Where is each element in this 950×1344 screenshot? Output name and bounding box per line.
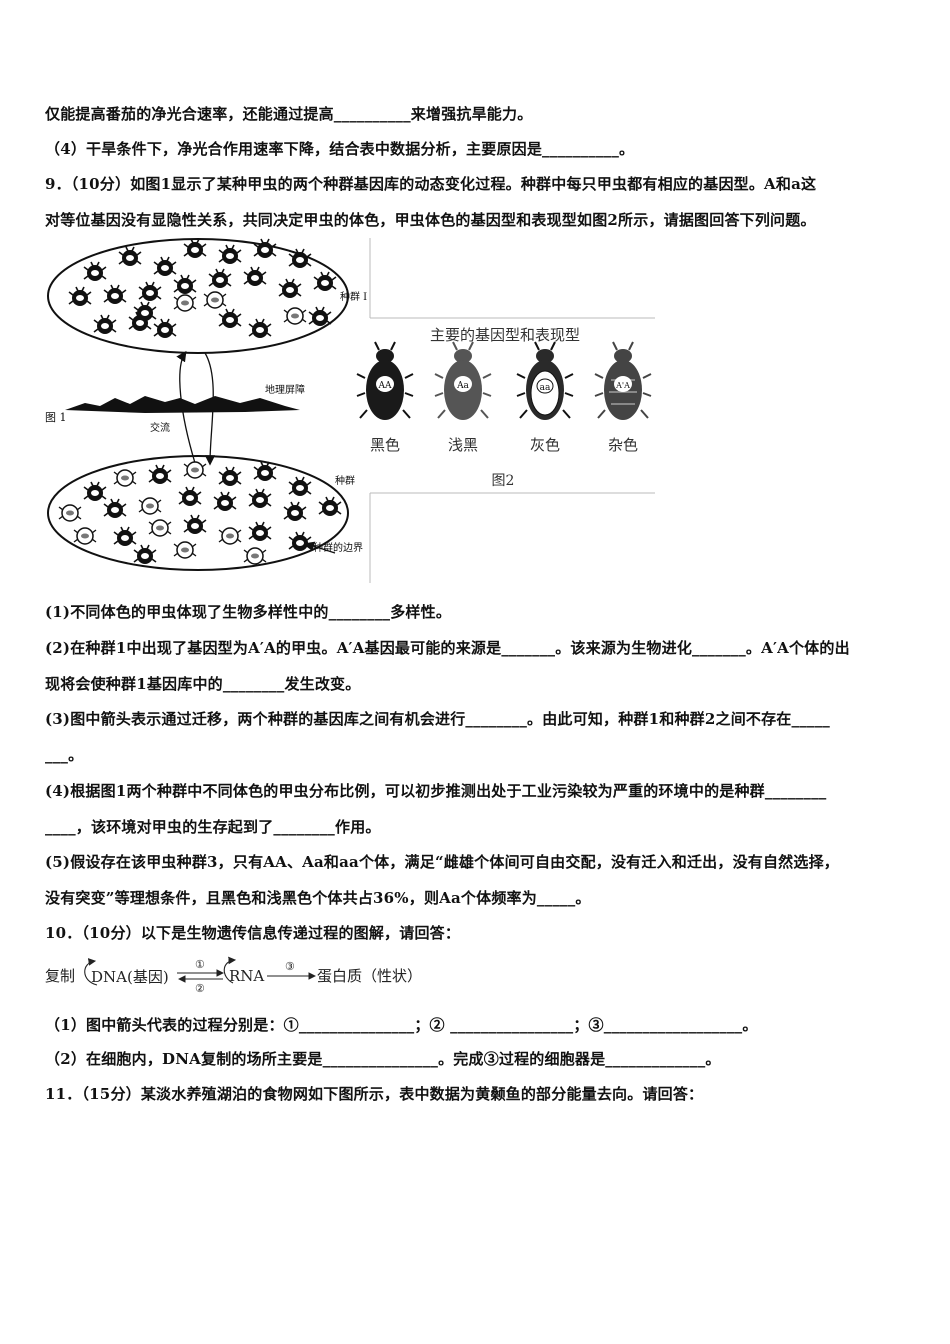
beetle-A-prime-A: A'A [594, 341, 652, 420]
q9-sub4: (4)根据图1两个种群中不同体色的甲虫分布比例，可以初步推测出处于工业污染较为严… [45, 782, 827, 800]
question-11-stem: 11．（15分）某淡水养殖湖泊的食物网如下图所示，表中数据为黄颡鱼的部分能量去向… [45, 1085, 704, 1103]
protein-label: 蛋白质（性状） [317, 967, 422, 985]
phenotype-label: 浅黑 [448, 436, 478, 454]
replication-label: 复制 [45, 967, 75, 985]
q9-sub5: (5)假设存在该甲虫种群3，只有AA、Aa和aa个体，满足“雌雄个体间可自由交配… [45, 853, 839, 871]
beetle-label: A'A [615, 381, 630, 390]
geographic-barrier [65, 396, 300, 413]
fig2-caption: 图2 [492, 473, 515, 489]
question-9-stem: 9．（10分）如图1显示了某种甲虫的两个种群基因库的动态变化过程。种群中每只甲虫… [45, 175, 817, 193]
q10-sub2: （2）在细胞内，DNA复制的场所主要是_______________。完成③过程… [45, 1050, 721, 1068]
exchange-arrow-up [176, 350, 196, 464]
step3-label: ③ [285, 960, 295, 973]
replication-loop-arrow [84, 958, 98, 986]
q9-sub4-cont: ____，该环境对甲虫的生存起到了________作用。 [45, 818, 381, 836]
fig1-exchange-label: 交流 [150, 421, 170, 434]
beetle-label: Aa [456, 381, 469, 391]
beetle-aa: aa [516, 341, 574, 420]
rna-loop-arrow [223, 956, 237, 984]
rna-label: RNA [229, 967, 264, 985]
fig2-heading: 主要的基因型和表现型 [430, 326, 580, 344]
text-line-1: 仅能提高番茄的净光合速率，还能通过提高__________来增强抗旱能力。 [45, 105, 533, 123]
fig1-boundary-label: 种群的边界 [313, 541, 363, 554]
beetle-label: AA [378, 381, 392, 391]
boundary-pointer [304, 541, 336, 554]
central-dogma-diagram: 复制 DNA(基因) ① ② RNA ③ 蛋白质（性状） [45, 956, 422, 995]
q9-sub5-cont: 没有突变”等理想条件，且黑色和浅黑色个体共占36%，则Aa个体频率为_____。 [45, 889, 591, 907]
q10-sub1: （1）图中箭头代表的过程分别是：①_______________；② _____… [45, 1016, 758, 1034]
population-1-beetles [68, 238, 337, 339]
population-2-ellipse [47, 455, 349, 571]
beetle-population-figure: 种群 I 交流 地理屏障 图 1 种群 种群的边界 主要的基因型和表现型 AA [45, 238, 655, 583]
step2-label: ② [195, 982, 205, 995]
step1-label: ① [195, 958, 205, 971]
population-2-beetles [58, 461, 342, 565]
question-10-stem: 10．（10分）以下是生物遗传信息传递过程的图解，请回答： [45, 924, 461, 942]
population-1-ellipse [47, 238, 349, 354]
fig1-pop1-label: 种群 I [340, 290, 367, 303]
q9-sub3: (3)图中箭头表示通过迁移，两个种群的基因库之间有机会进行________。由此… [45, 710, 831, 728]
beetle-Aa: Aa [434, 341, 492, 420]
fig1-pop2-label: 种群 [335, 474, 355, 487]
phenotype-label: 灰色 [530, 436, 560, 454]
phenotype-label: 黑色 [370, 436, 400, 454]
q9-sub3-cont: ___。 [45, 746, 84, 764]
q9-sub2: (2)在种群1中出现了基因型为A′A的甲虫。A′A基因最可能的来源是______… [45, 639, 850, 657]
beetle-label: aa [540, 383, 551, 393]
fig1-barrier-label: 地理屏障 [265, 383, 305, 396]
phenotype-label: 杂色 [608, 436, 638, 454]
q9-sub1: (1)不同体色的甲虫体现了生物多样性中的________多样性。 [45, 603, 452, 621]
beetle-AA: AA [356, 341, 414, 420]
text-line-2: （4）干旱条件下，净光合作用速率下降，结合表中数据分析，主要原因是_______… [45, 140, 635, 158]
fig1-title: 图 1 [45, 411, 67, 424]
dna-label: DNA(基因) [91, 968, 169, 986]
q9-sub2-cont: 现将会使种群1基因库中的________发生改变。 [45, 675, 361, 693]
question-9-stem-cont: 对等位基因没有显隐性关系，共同决定甲虫的体色，甲虫体色的基因型和表现型如图2所示… [45, 211, 816, 229]
